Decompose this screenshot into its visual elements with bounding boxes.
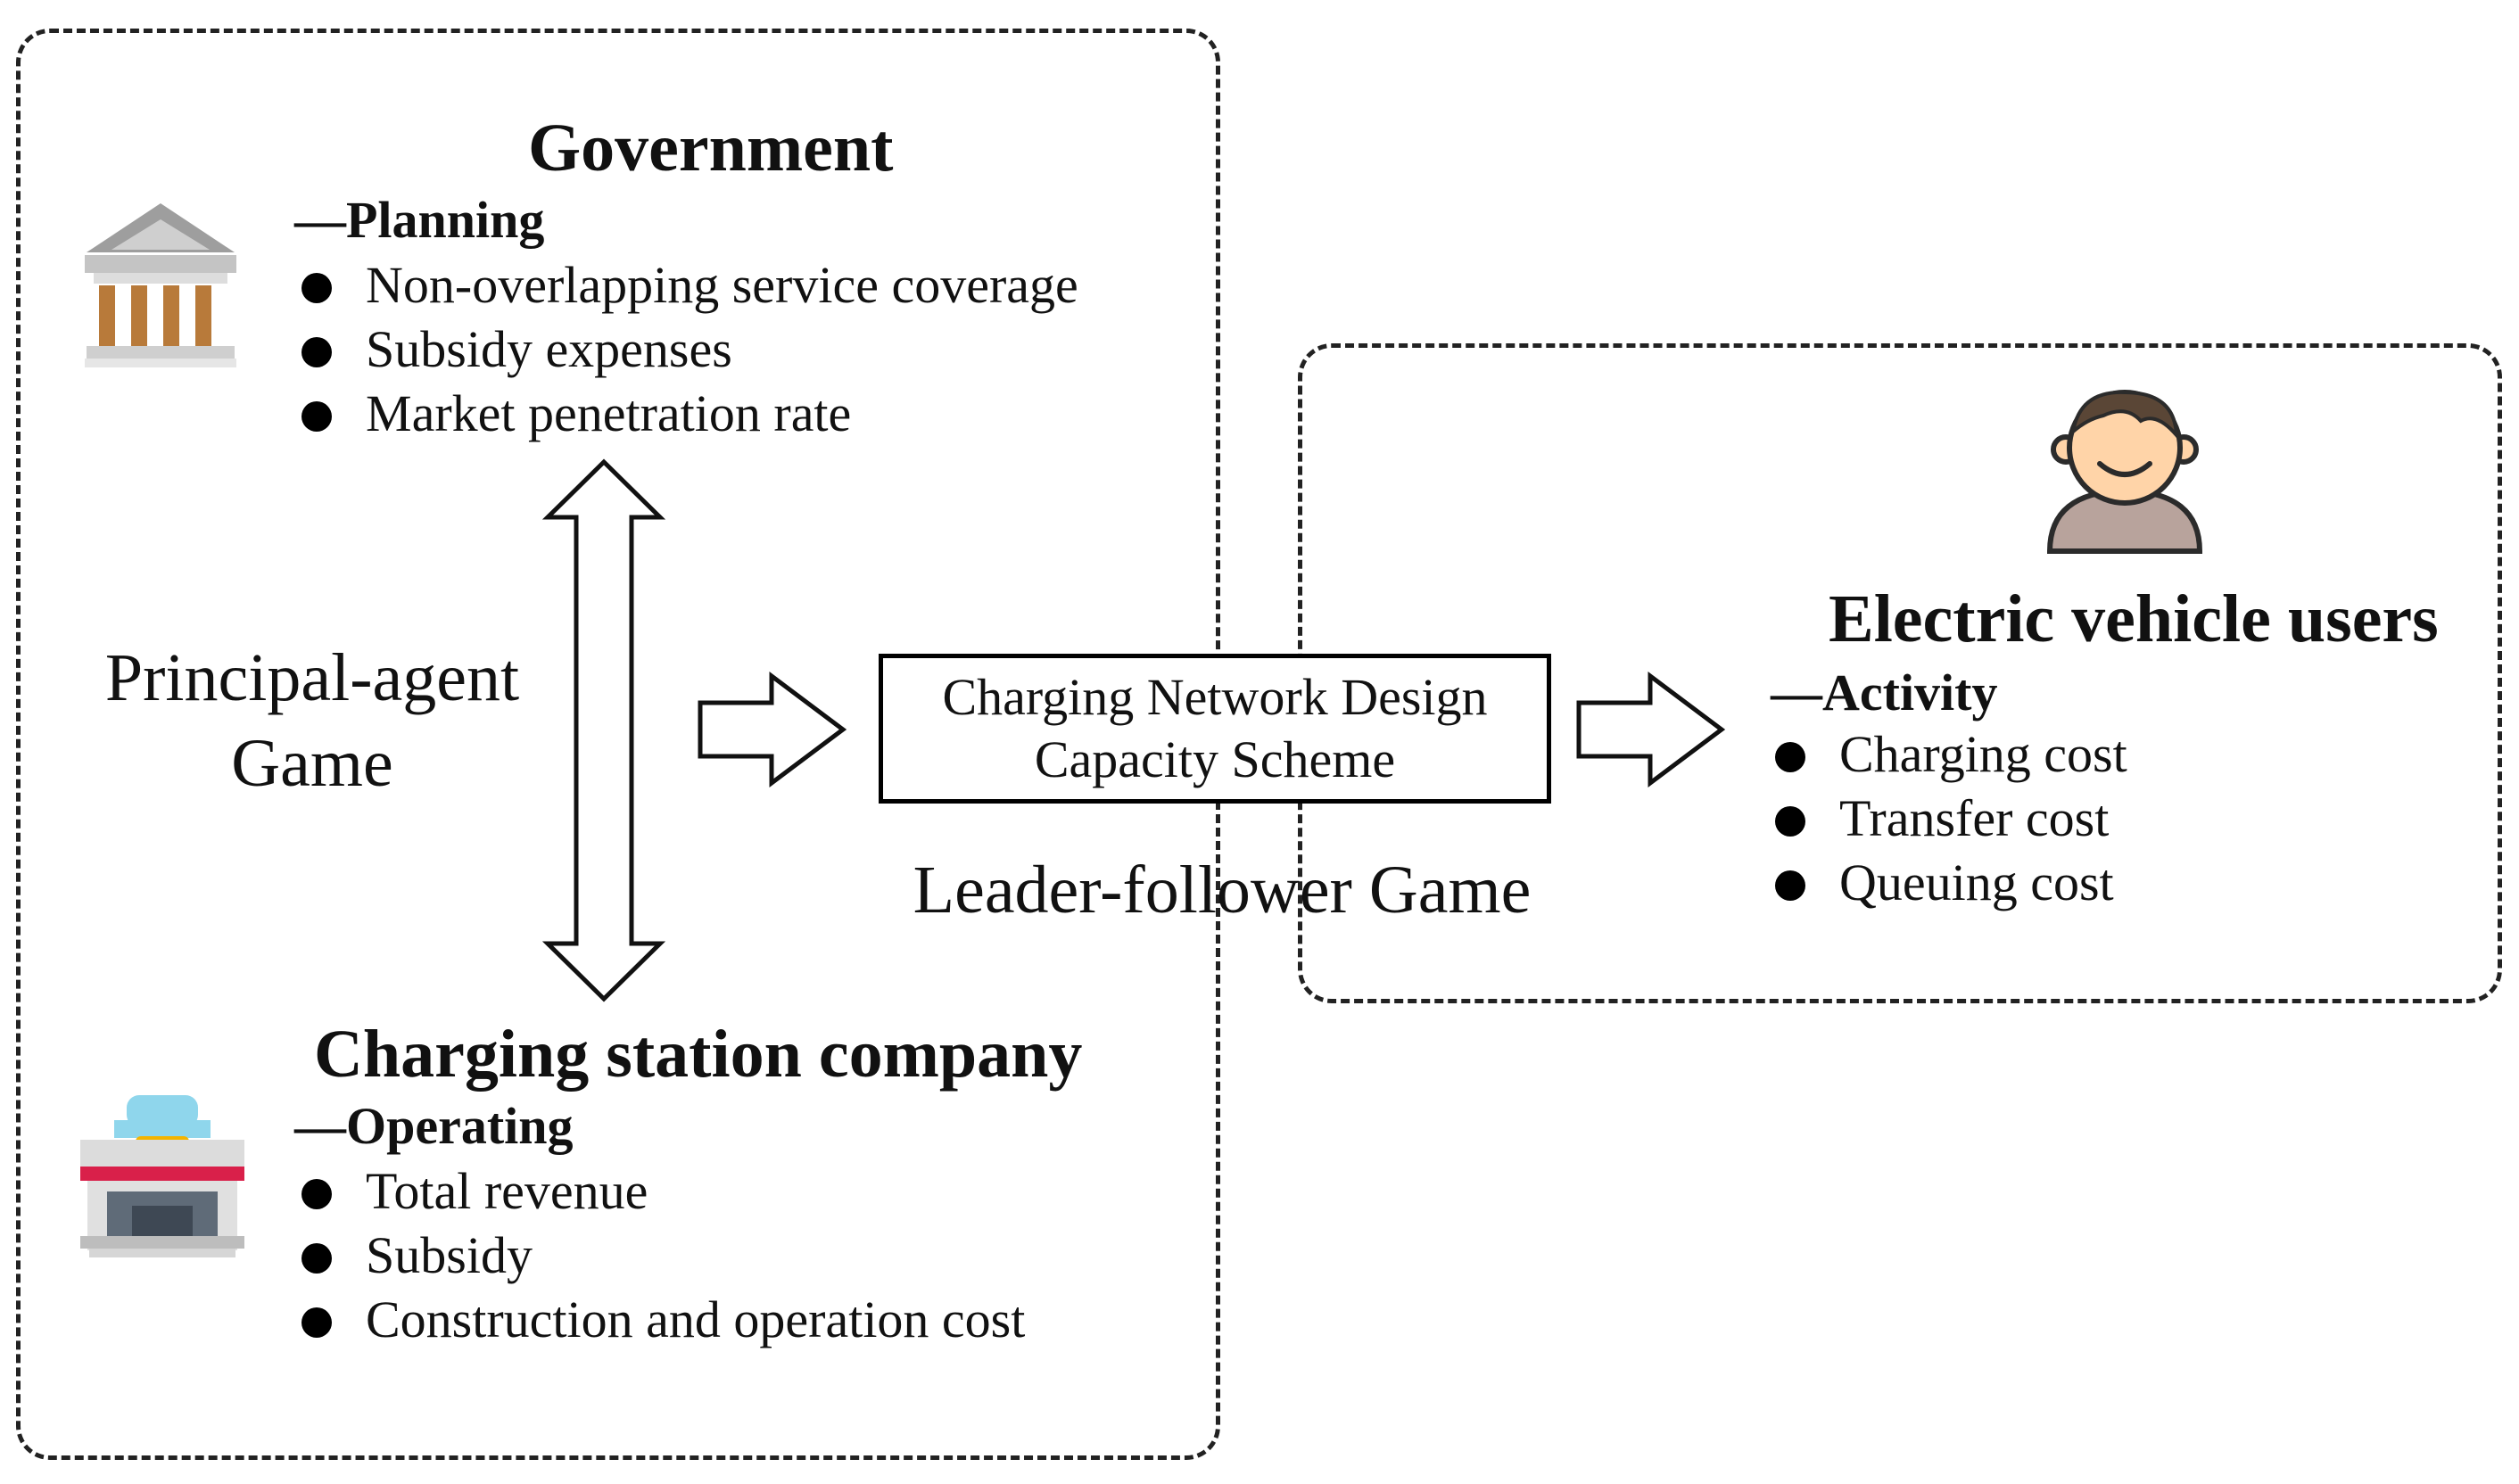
government-list: Non-overlapping service coverage Subsidy… [301,253,1078,446]
users-list: Charging cost Transfer cost Queuing cost [1775,722,2127,915]
government-subtitle: —Planning [294,191,545,249]
company-list: Total revenue Subsidy Construction and o… [301,1159,1025,1352]
bullet-icon [1775,742,1805,772]
user-avatar-icon [2046,390,2203,554]
company-title: Charging station company [314,1017,1083,1092]
scheme-line2: Capacity Scheme [1034,730,1396,788]
bullet-icon [301,1179,332,1209]
list-item: Total revenue [301,1159,1025,1224]
company-subtitle: —Operating [294,1097,574,1155]
list-item: Construction and operation cost [301,1288,1025,1352]
list-item: Transfer cost [1775,787,2127,851]
list-item: Non-overlapping service coverage [301,253,1078,317]
arrow-to-users [1576,672,1726,787]
users-subtitle: —Activity [1771,664,1998,721]
bullet-icon [301,273,332,303]
double-arrow-vertical [541,458,666,1002]
bullet-icon [301,337,332,367]
users-title: Electric vehicle users [1829,581,2439,656]
bullet-icon [301,401,332,432]
list-item: Subsidy expenses [301,317,1078,382]
government-title: Government [528,111,894,186]
scheme-line1: Charging Network Design [942,668,1488,726]
bullet-icon [1775,870,1805,901]
principal-agent-label: Principal-agent Game [89,635,535,806]
bullet-icon [301,1307,332,1338]
arrow-to-scheme [698,672,847,787]
list-item: Market penetration rate [301,382,1078,446]
charging-station-icon [80,1095,244,1257]
list-item: Charging cost [1775,722,2127,787]
list-item: Subsidy [301,1224,1025,1288]
list-item: Queuing cost [1775,851,2127,915]
charging-network-scheme-box: Charging Network Design Capacity Scheme [879,654,1551,804]
government-building-icon [85,203,236,367]
principal-agent-line1: Principal-agent [104,640,520,715]
leader-follower-label: Leader-follower Game [913,853,1532,928]
bullet-icon [1775,806,1805,837]
principal-agent-line2: Game [231,726,393,801]
bullet-icon [301,1243,332,1274]
